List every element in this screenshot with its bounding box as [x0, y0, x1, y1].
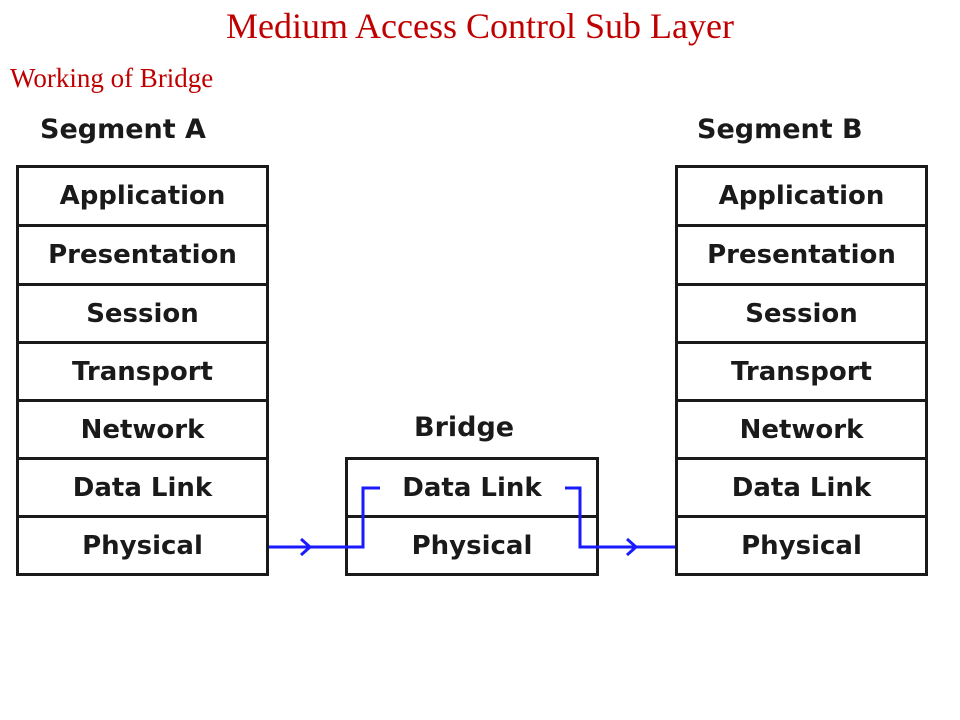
- slide-title: Medium Access Control Sub Layer: [226, 6, 734, 46]
- segment-b-application-layer: Application: [675, 165, 928, 227]
- segment-a-physical-layer: Physical: [16, 515, 269, 576]
- segment-b-presentation-layer: Presentation: [675, 224, 928, 286]
- bridge-stack: Data Link Physical: [345, 457, 599, 576]
- segment-a-application-layer: Application: [16, 165, 269, 227]
- arrow-head-out: [626, 537, 639, 557]
- segment-b-physical-layer: Physical: [675, 515, 928, 576]
- slide-subtitle: Working of Bridge: [10, 63, 214, 93]
- arrow-head-in: [300, 537, 313, 557]
- signal-path-out: [565, 486, 675, 549]
- signal-path-in: [269, 486, 380, 549]
- segment-a-data-link-layer: Data Link: [16, 457, 269, 518]
- segment-a-stack: Application Presentation Session Transpo…: [16, 165, 269, 576]
- segment-b-data-link-layer: Data Link: [675, 457, 928, 518]
- segment-a-title: Segment A: [40, 114, 206, 145]
- bridge-physical-layer: Physical: [345, 515, 599, 576]
- segment-b-title: Segment B: [697, 114, 863, 145]
- segment-b-stack: Application Presentation Session Transpo…: [675, 165, 928, 576]
- bridge-title: Bridge: [414, 412, 515, 443]
